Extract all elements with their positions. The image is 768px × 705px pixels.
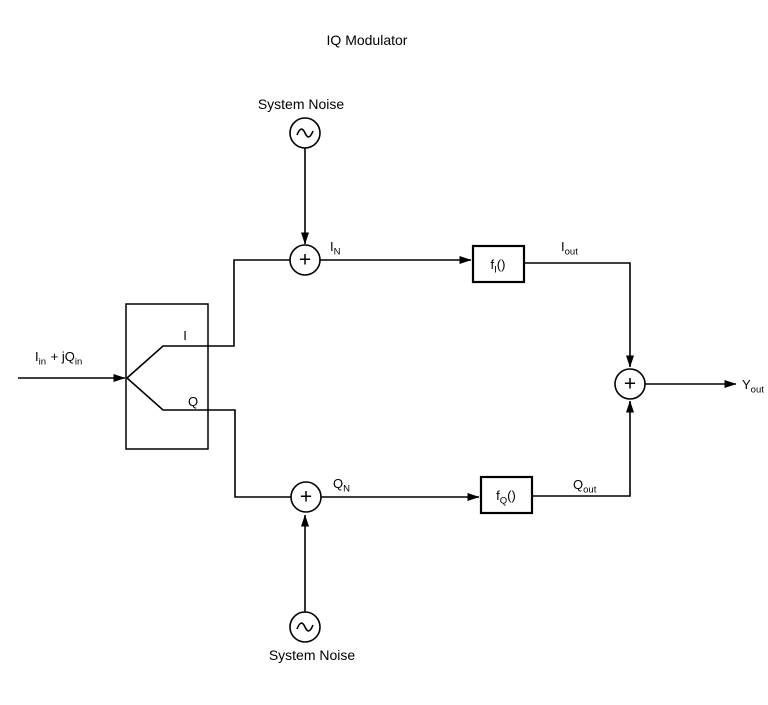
fi-box — [471, 244, 526, 284]
sine-wave-icon — [296, 128, 314, 138]
splitter-branch-q-label: Q — [188, 394, 198, 409]
diagram-title: IQ Modulator — [327, 32, 408, 48]
noise-source-top — [289, 117, 321, 149]
label-i-n: IN — [330, 239, 341, 258]
sine-wave-icon — [296, 622, 314, 632]
q-branch-line — [126, 377, 291, 498]
fq-to-sum-arrow — [532, 400, 634, 497]
fi-to-sum-arrow — [524, 262, 634, 368]
i-branch-line — [126, 259, 290, 379]
label-q-n: QN — [333, 476, 350, 495]
system-noise-label-bottom: System Noise — [269, 647, 356, 663]
iq-splitter-box — [125, 303, 209, 450]
fq-box-label: fQ() — [496, 488, 516, 507]
fq-function-block: fQ() — [479, 475, 534, 515]
plus-icon: + — [299, 249, 311, 272]
sum-junction-output: + — [614, 368, 646, 400]
fi-function-block: fI() — [471, 244, 526, 284]
sum-junction-q: + — [290, 481, 322, 513]
splitter-branch-i-label: I — [183, 328, 187, 343]
noise-source-bottom — [289, 611, 321, 643]
sum-junction-i: + — [289, 244, 321, 276]
label-y-out: Yout — [742, 377, 764, 396]
fi-box-label: fI() — [491, 257, 506, 276]
fq-box — [479, 475, 534, 515]
label-i-out: Iout — [561, 239, 578, 258]
label-q-out: Qout — [573, 477, 597, 496]
plus-icon: + — [624, 373, 636, 396]
system-noise-label-top: System Noise — [258, 96, 345, 112]
plus-icon: + — [300, 486, 312, 509]
label-input-signal: Iin + jQin — [35, 349, 82, 368]
